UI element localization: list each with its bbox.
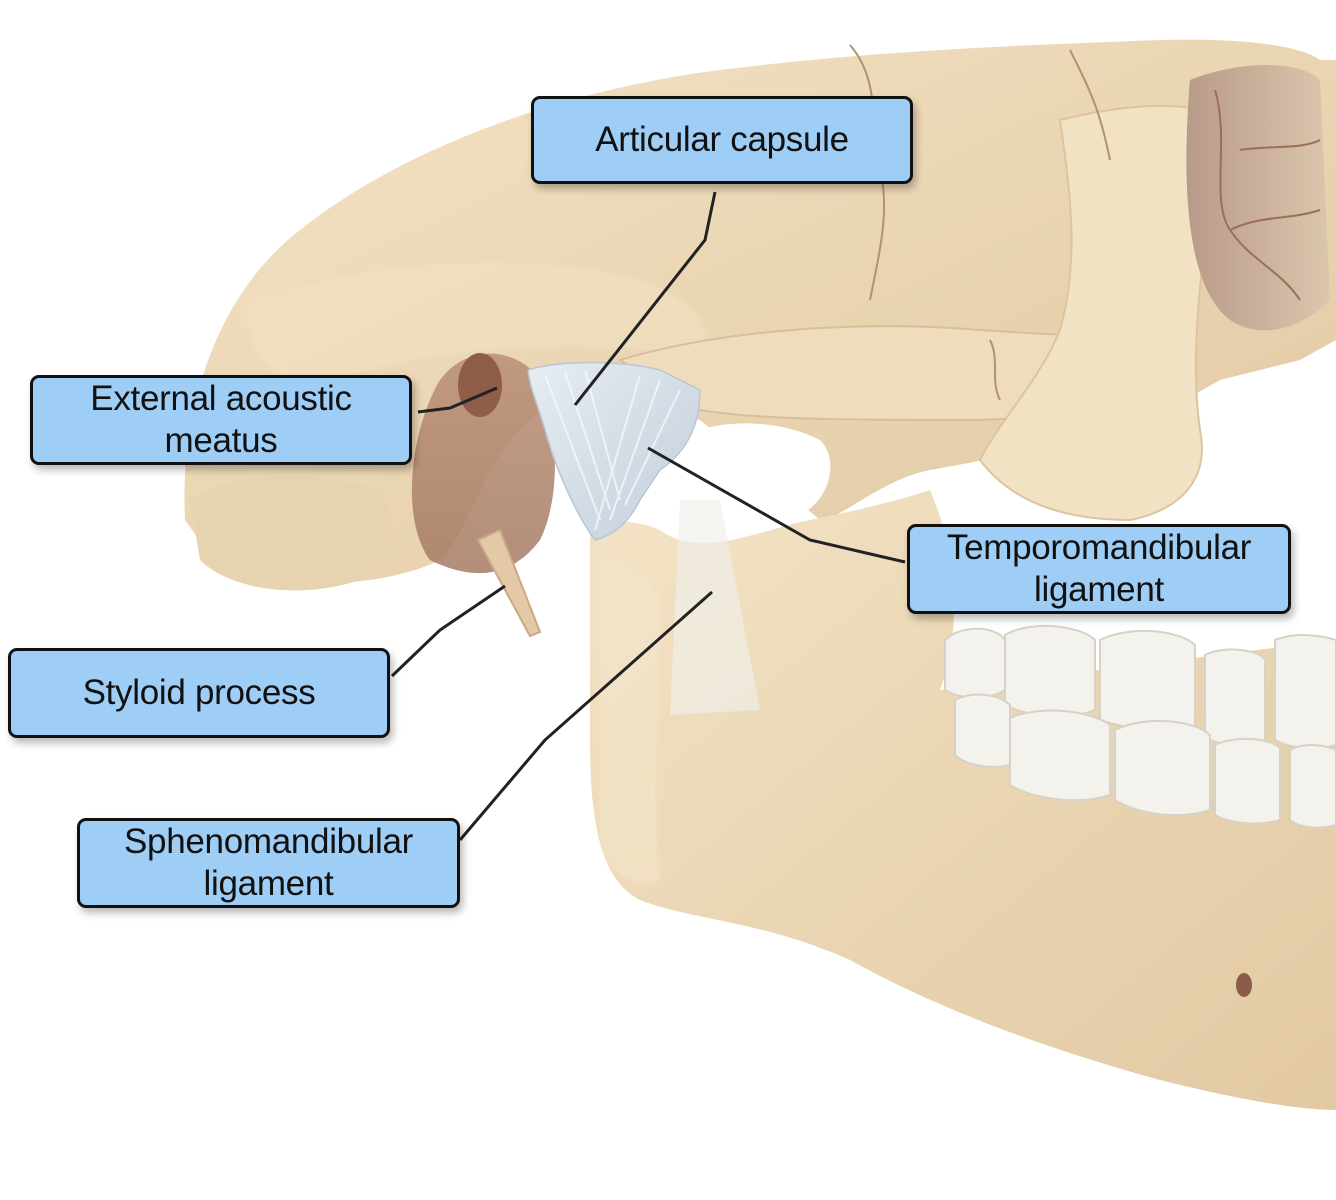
label-sphenomandibular-ligament-text: Sphenomandibular ligament	[123, 822, 414, 903]
label-articular-capsule: Articular capsule	[531, 96, 913, 184]
leader-lines	[390, 191, 906, 841]
mandible-shape	[590, 490, 1336, 1110]
label-external-acoustic-meatus-text: External acoustic meatus	[90, 379, 352, 460]
external-acoustic-meatus-opening	[458, 353, 502, 417]
leader-styloid-process	[390, 584, 506, 678]
temporal-shading	[248, 262, 708, 382]
ligament-fibers	[544, 369, 681, 531]
label-styloid-process: Styloid process	[8, 648, 390, 738]
leader-external-acoustic-meatus	[417, 386, 498, 414]
ramus-shading	[600, 560, 660, 884]
teeth	[944, 625, 1336, 829]
label-temporomandibular-ligament: Temporomandibular ligament	[907, 524, 1291, 614]
leader-temporomandibular-ligament	[647, 446, 906, 564]
styloid-process-shape	[476, 528, 542, 638]
label-external-acoustic-meatus: External acoustic meatus	[30, 375, 412, 465]
label-temporomandibular-ligament-text: Temporomandibular ligament	[946, 528, 1252, 609]
label-sphenomandibular-ligament: Sphenomandibular ligament	[77, 818, 460, 908]
orbit	[1186, 65, 1330, 331]
orbit-sutures	[1214, 89, 1321, 301]
leader-sphenomandibular-ligament	[458, 590, 713, 841]
label-articular-capsule-text: Articular capsule	[595, 120, 849, 159]
label-styloid-process-text: Styloid process	[82, 673, 316, 712]
sphenomandibular-ligament-shape	[670, 500, 760, 715]
articular-capsule-shape	[527, 361, 701, 541]
leader-articular-capsule	[573, 191, 717, 406]
mental-foramen	[1236, 973, 1252, 997]
mastoid-process	[190, 476, 391, 591]
